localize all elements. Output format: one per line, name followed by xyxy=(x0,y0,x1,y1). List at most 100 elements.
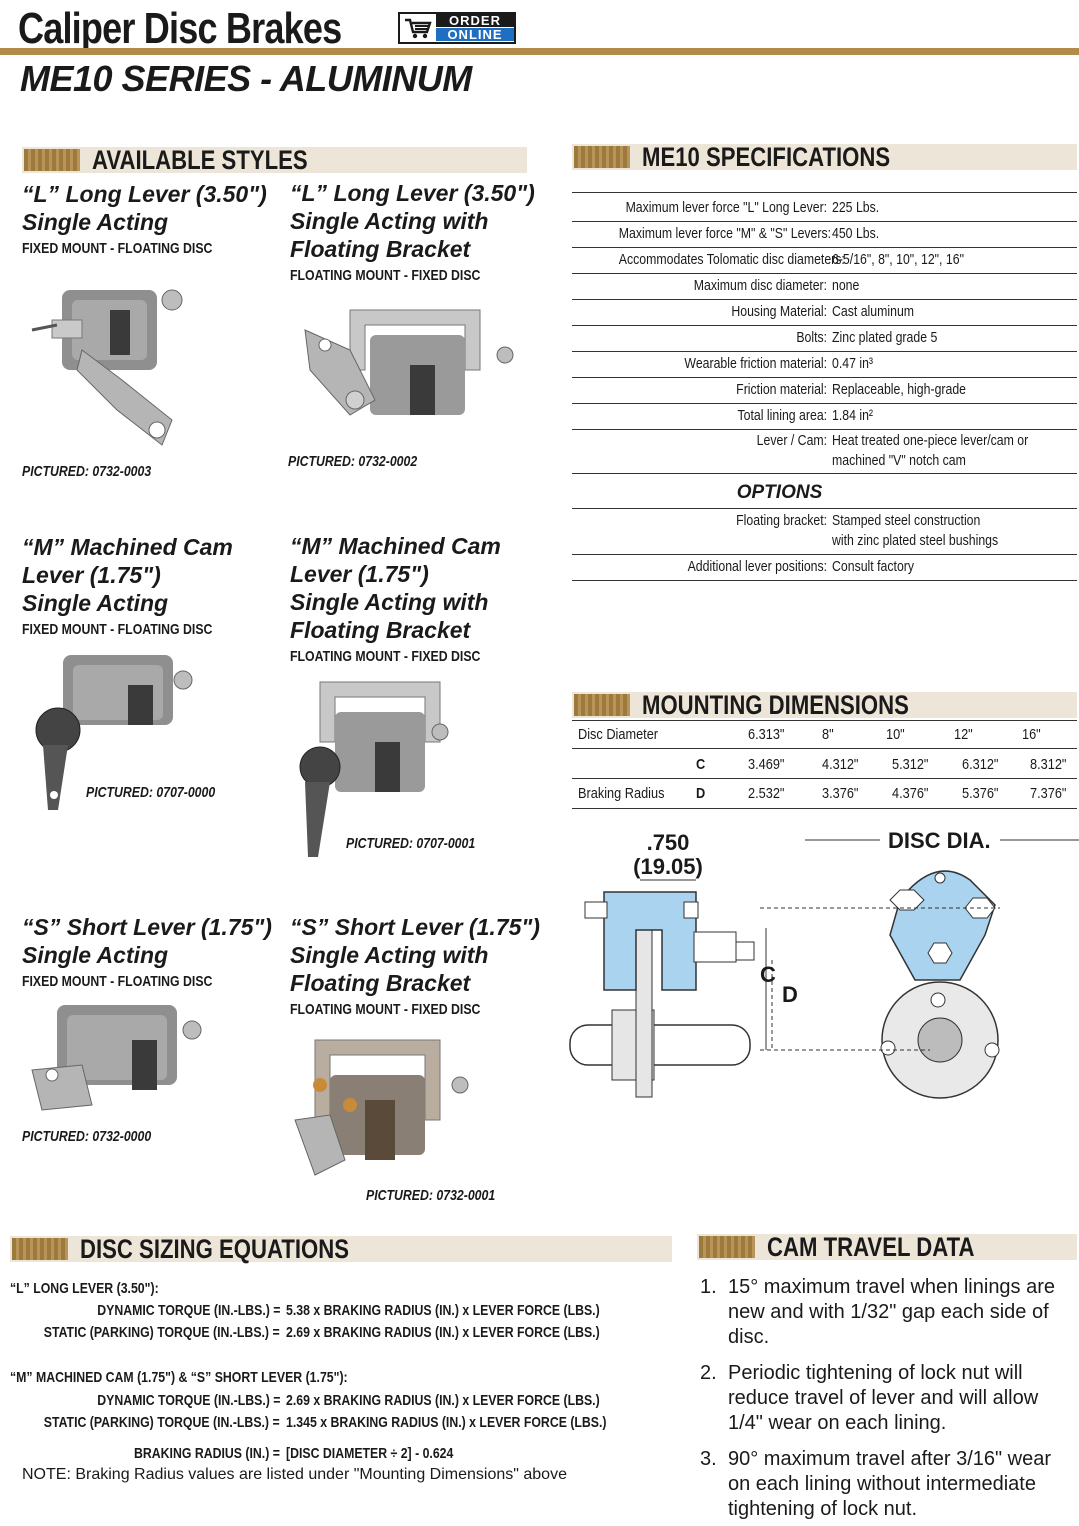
spec-value: 225 Lbs. xyxy=(832,199,880,216)
header-rule xyxy=(0,48,1079,55)
c-value: 8.312" xyxy=(1030,756,1067,773)
d-label: D xyxy=(696,785,706,802)
d-value: 3.376" xyxy=(822,785,859,802)
spec-value: 450 Lbs. xyxy=(832,225,880,242)
spec-label: Total lining area: xyxy=(737,407,828,424)
mount-type: FIXED MOUNT - FLOATING DISC xyxy=(22,973,213,990)
list-text: Periodic tightening of lock nut will red… xyxy=(728,1362,1039,1434)
spec-row: Lever / Cam: Heat treated one-piece leve… xyxy=(572,430,1077,474)
style-title: “S” Short Lever (1.75") xyxy=(290,914,540,940)
d-value: 5.376" xyxy=(962,785,999,802)
spec-value: 1.84 in² xyxy=(832,407,874,424)
section-title: MOUNTING DIMENSIONS xyxy=(642,689,909,720)
caliper-photo-s-floating xyxy=(294,1039,469,1176)
equation-label: STATIC (PARKING) TORQUE (IN.-LBS.) = xyxy=(44,1324,280,1341)
style-title: Single Acting with xyxy=(290,208,489,234)
available-styles-header: AVAILABLE STYLES xyxy=(22,145,527,175)
spec-label: Maximum disc diameter: xyxy=(693,277,828,294)
spec-row: Maximum lever force "L" Long Lever: 225 … xyxy=(572,196,1077,222)
style-title: “L” Long Lever (3.50") xyxy=(22,181,267,207)
disc-sizing-header: DISC SIZING EQUATIONS xyxy=(10,1234,672,1264)
c-value: 6.312" xyxy=(962,756,999,773)
divider xyxy=(572,192,1077,193)
mount-type: FLOATING MOUNT - FIXED DISC xyxy=(290,648,481,665)
spec-label: Maximum lever force "L" Long Lever: xyxy=(625,199,828,216)
equation-note: NOTE: Braking Radius values are listed u… xyxy=(22,1466,567,1483)
style-title: Single Acting with xyxy=(290,942,489,968)
option-row: Floating bracket: Stamped steel construc… xyxy=(572,511,1077,555)
list-number: 1. xyxy=(700,1276,717,1298)
c-value: 5.312" xyxy=(892,756,929,773)
page-subtitle: ME10 SERIES - ALUMINUM xyxy=(20,58,472,99)
equation-value: 2.69 x BRAKING RADIUS (IN.) x LEVER FORC… xyxy=(286,1392,600,1409)
caliper-photo-s-single xyxy=(31,1005,202,1111)
mount-type: FIXED MOUNT - FLOATING DISC xyxy=(22,621,213,638)
caliper-photo-l-single xyxy=(31,289,183,446)
pictured-part-number: PICTURED: 0707-0001 xyxy=(346,835,476,852)
pictured-part-number: PICTURED: 0707-0000 xyxy=(86,784,216,801)
mount-type: FLOATING MOUNT - FIXED DISC xyxy=(290,1001,481,1018)
page-title: Caliper Disc Brakes xyxy=(18,4,342,53)
style-title: Single Acting xyxy=(22,942,169,968)
style-m-floating: “M” Machined Cam Lever (1.75") Single Ac… xyxy=(290,532,522,665)
diameter-value: 16" xyxy=(1022,726,1041,743)
equation-value: [DISC DIAMETER ÷ 2] - 0.624 xyxy=(286,1445,454,1462)
spec-value: machined "V" notch cam xyxy=(832,452,966,469)
dimension-mm: (19.05) xyxy=(633,854,703,879)
equation-label: DYNAMIC TORQUE (IN.-LBS.) = xyxy=(96,1392,280,1409)
style-title: Floating Bracket xyxy=(290,617,471,643)
spec-value: Stamped steel construction xyxy=(832,512,981,529)
style-title: Single Acting xyxy=(22,209,169,235)
diameter-value: 8" xyxy=(822,726,834,743)
c-label: C xyxy=(696,756,706,773)
spec-value: none xyxy=(832,277,860,294)
d-value: 7.376" xyxy=(1030,785,1067,802)
disc-diameter-label: Disc Diameter xyxy=(578,726,659,743)
spec-row: Bolts: Zinc plated grade 5 xyxy=(572,326,1077,352)
list-item: 2. Periodic tightening of lock nut will … xyxy=(700,1361,1075,1436)
caliper-photo-m-single xyxy=(35,655,193,810)
list-text: 15° maximum travel when linings are new … xyxy=(728,1276,1056,1348)
c-dimension-label: C xyxy=(760,962,776,987)
style-title: Floating Bracket xyxy=(290,970,471,996)
m-s-lever-heading: “M” MACHINED CAM (1.75") & “S” SHORT LEV… xyxy=(10,1369,348,1386)
spec-label: Wearable friction material: xyxy=(684,355,828,372)
style-m-single: “M” Machined Cam Lever (1.75") Single Ac… xyxy=(22,533,254,638)
spec-row: Accommodates Tolomatic disc diameters: 6… xyxy=(572,248,1077,274)
spec-label: Accommodates Tolomatic disc diameters: xyxy=(618,251,845,268)
mount-type: FLOATING MOUNT - FIXED DISC xyxy=(290,267,481,284)
style-title: Lever (1.75") xyxy=(290,561,429,587)
style-title: “S” Short Lever (1.75") xyxy=(22,914,272,940)
specifications-header: ME10 SPECIFICATIONS xyxy=(572,141,1077,172)
list-number: 3. xyxy=(700,1448,717,1470)
style-l-single: “L” Long Lever (3.50") Single Acting FIX… xyxy=(22,180,267,257)
spec-row: Friction material: Replaceable, high-gra… xyxy=(572,378,1077,404)
spec-label: Maximum lever force "M" & "S" Levers: xyxy=(618,225,832,242)
style-title: “M” Machined Cam xyxy=(290,533,501,559)
c-value: 4.312" xyxy=(822,756,859,773)
style-title: “M” Machined Cam xyxy=(22,534,233,560)
l-lever-heading: “L” LONG LEVER (3.50"): xyxy=(10,1280,159,1297)
online-label: ONLINE xyxy=(436,28,514,41)
divider xyxy=(572,778,1077,779)
diameter-value: 12" xyxy=(954,726,973,743)
option-row: Additional lever positions: Consult fact… xyxy=(572,555,1077,581)
pictured-part-number: PICTURED: 0732-0001 xyxy=(366,1187,496,1204)
c-value: 3.469" xyxy=(748,756,785,773)
spec-row: Maximum disc diameter: none xyxy=(572,274,1077,300)
spec-row: Wearable friction material: 0.47 in³ xyxy=(572,352,1077,378)
spec-row: Maximum lever force "M" & "S" Levers: 45… xyxy=(572,222,1077,248)
style-s-floating: “S” Short Lever (1.75") Single Acting wi… xyxy=(290,913,540,1018)
order-online-button[interactable]: ORDER ONLINE xyxy=(398,12,516,44)
equation-value: 5.38 x BRAKING RADIUS (IN.) x LEVER FORC… xyxy=(286,1302,600,1319)
equation-label: STATIC (PARKING) TORQUE (IN.-LBS.) = xyxy=(44,1414,280,1431)
section-title: ME10 SPECIFICATIONS xyxy=(642,141,891,172)
equation-value: 1.345 x BRAKING RADIUS (IN.) x LEVER FOR… xyxy=(286,1414,607,1431)
equation-label: BRAKING RADIUS (IN.) = xyxy=(134,1445,280,1462)
diameter-value: 6.313" xyxy=(748,726,785,743)
style-title: “L” Long Lever (3.50") xyxy=(290,180,535,206)
style-l-floating: “L” Long Lever (3.50") Single Acting wit… xyxy=(290,179,535,284)
spec-value: Cast aluminum xyxy=(832,303,915,320)
mounting-diagram xyxy=(569,839,1079,1102)
spec-value: Zinc plated grade 5 xyxy=(832,329,938,346)
